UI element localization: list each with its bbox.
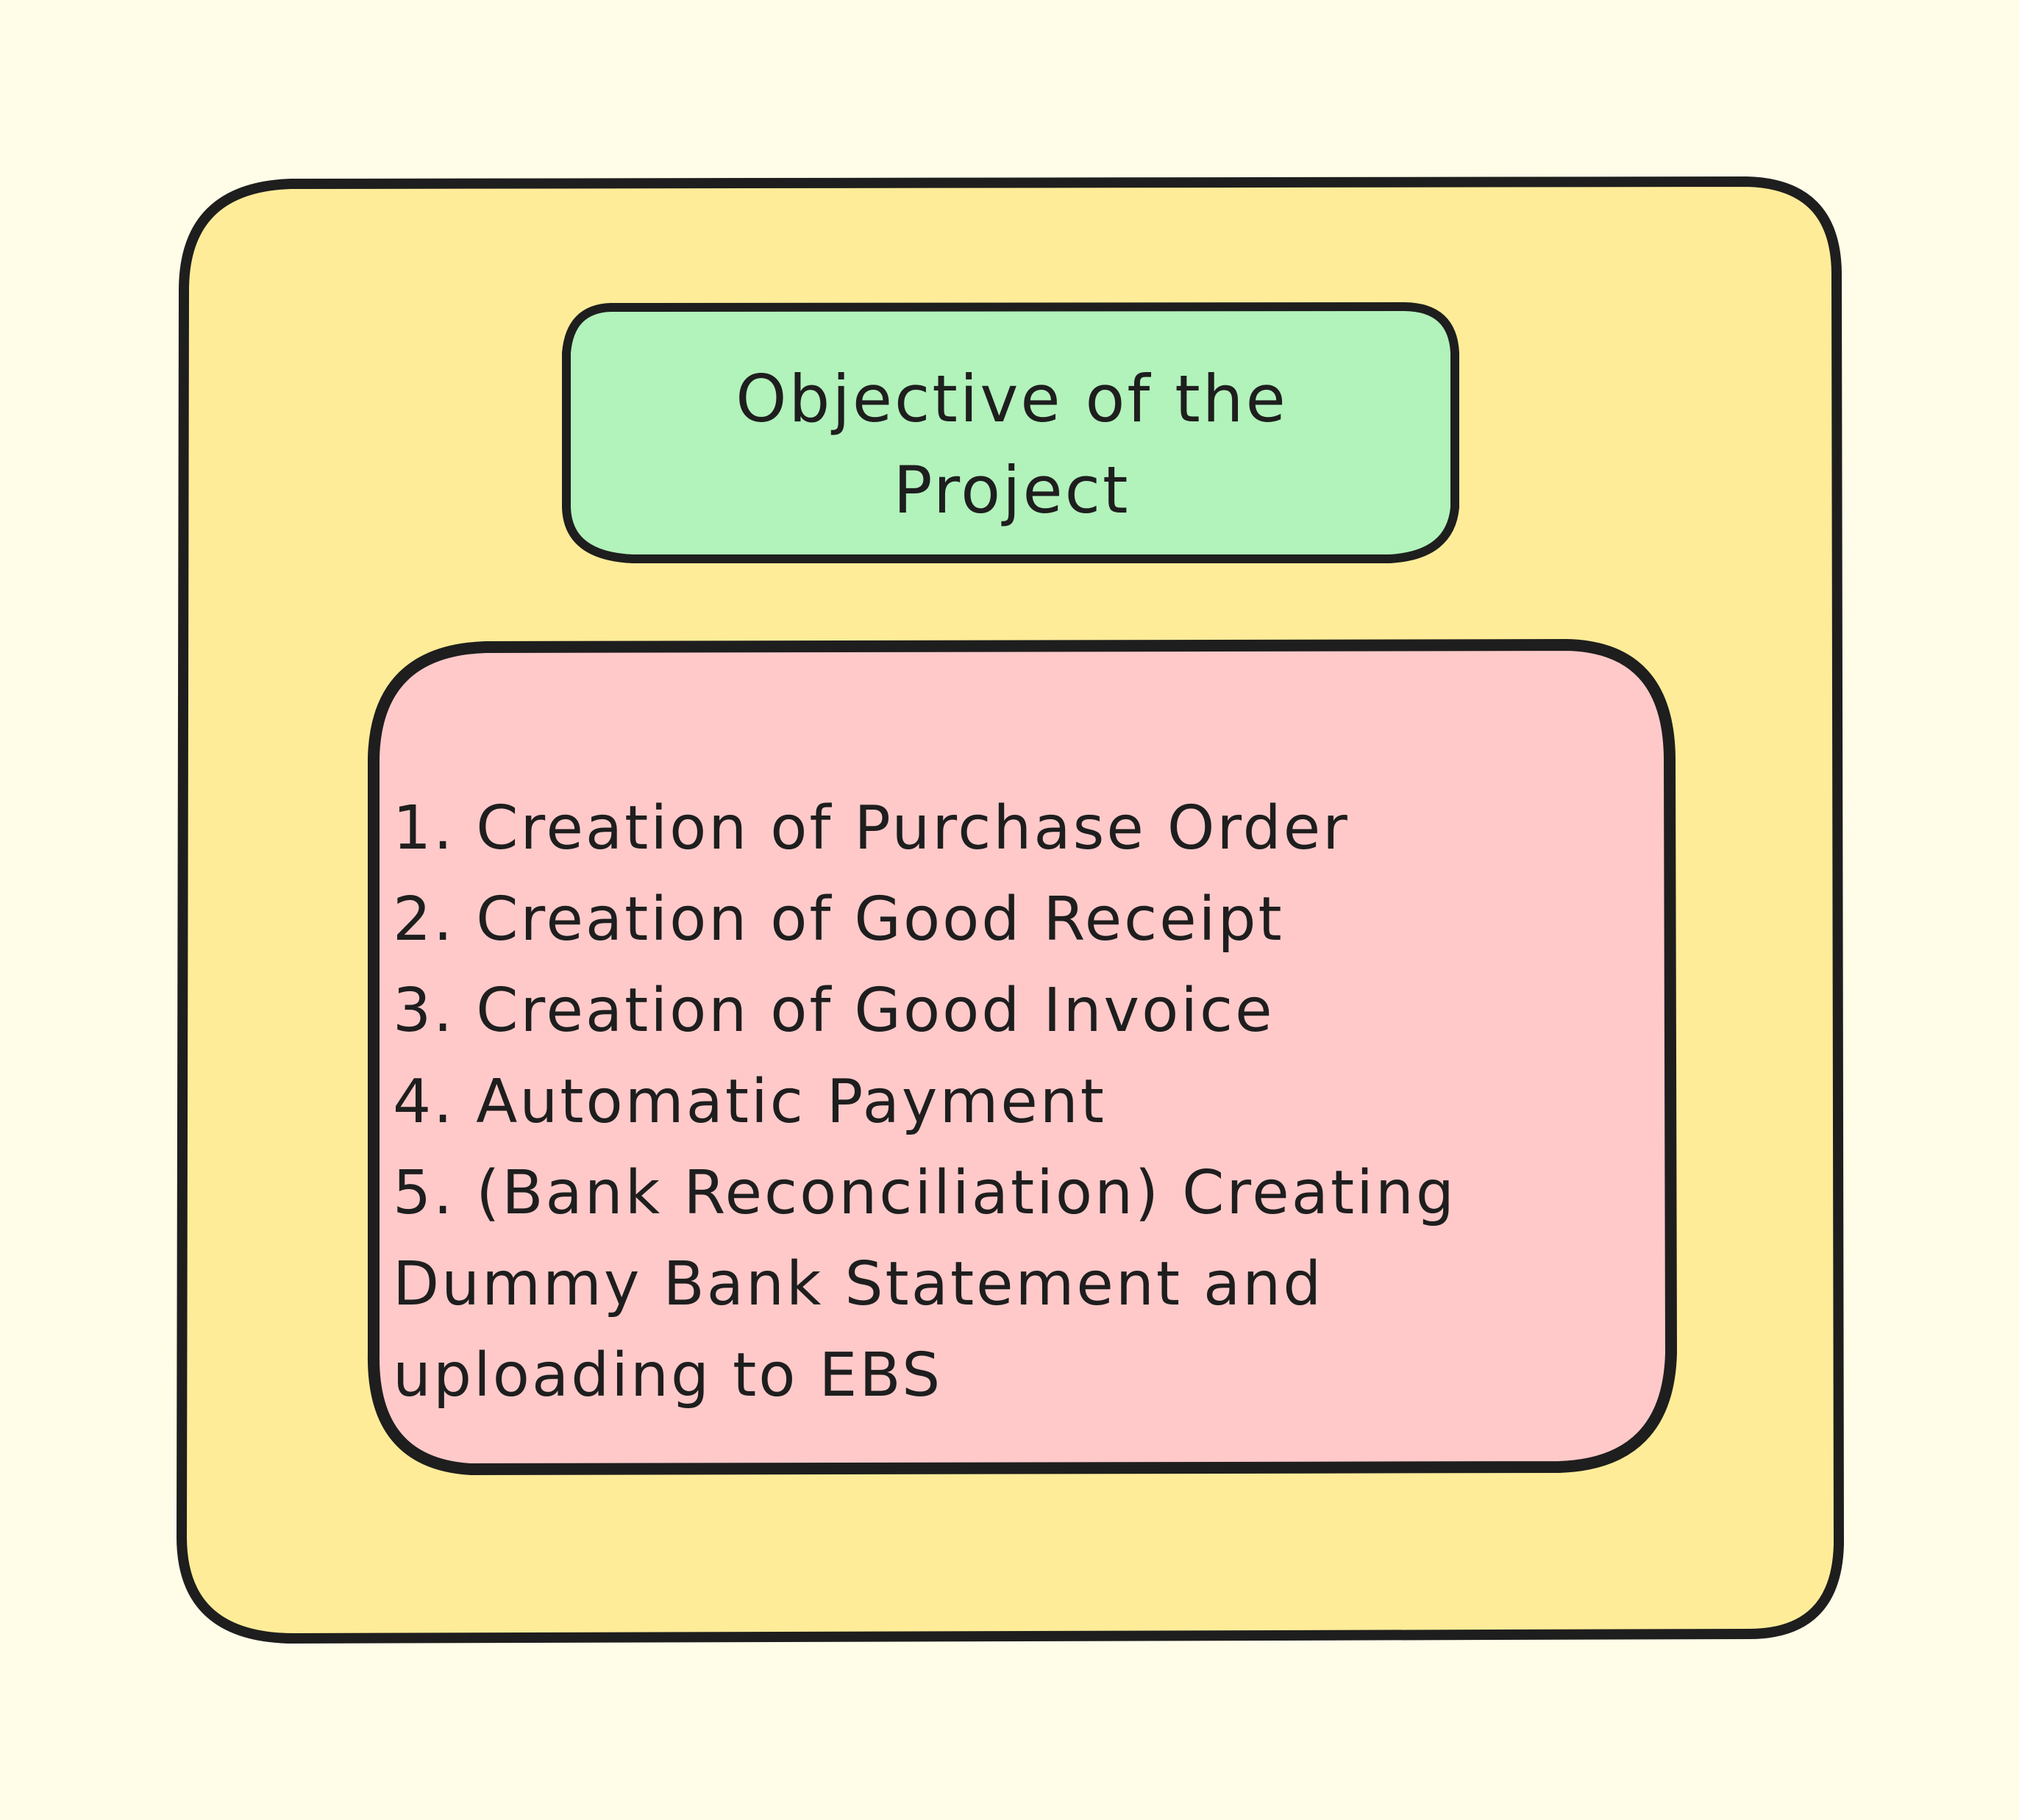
objective-item-3: 3. Creation of Good Invoice (393, 976, 1275, 1046)
objective-item-5: 5. (Bank Reconciliation) Creating Dummy … (393, 1158, 1456, 1410)
objective-item-2: 2. Creation of Good Receipt (393, 885, 1284, 954)
title-line-1: Objective of the (736, 361, 1288, 437)
objectives-box (367, 639, 1677, 1475)
diagram-title: Objective of the Project (565, 324, 1459, 566)
objective-item-4: 4. Automatic Payment (393, 1067, 1106, 1137)
title-line-2: Project (893, 452, 1130, 528)
objectives-list: 1. Creation of Purchase Order 2. Creatio… (393, 783, 1643, 1421)
title-box (562, 302, 1459, 563)
objective-item-1: 1. Creation of Purchase Order (393, 793, 1350, 863)
